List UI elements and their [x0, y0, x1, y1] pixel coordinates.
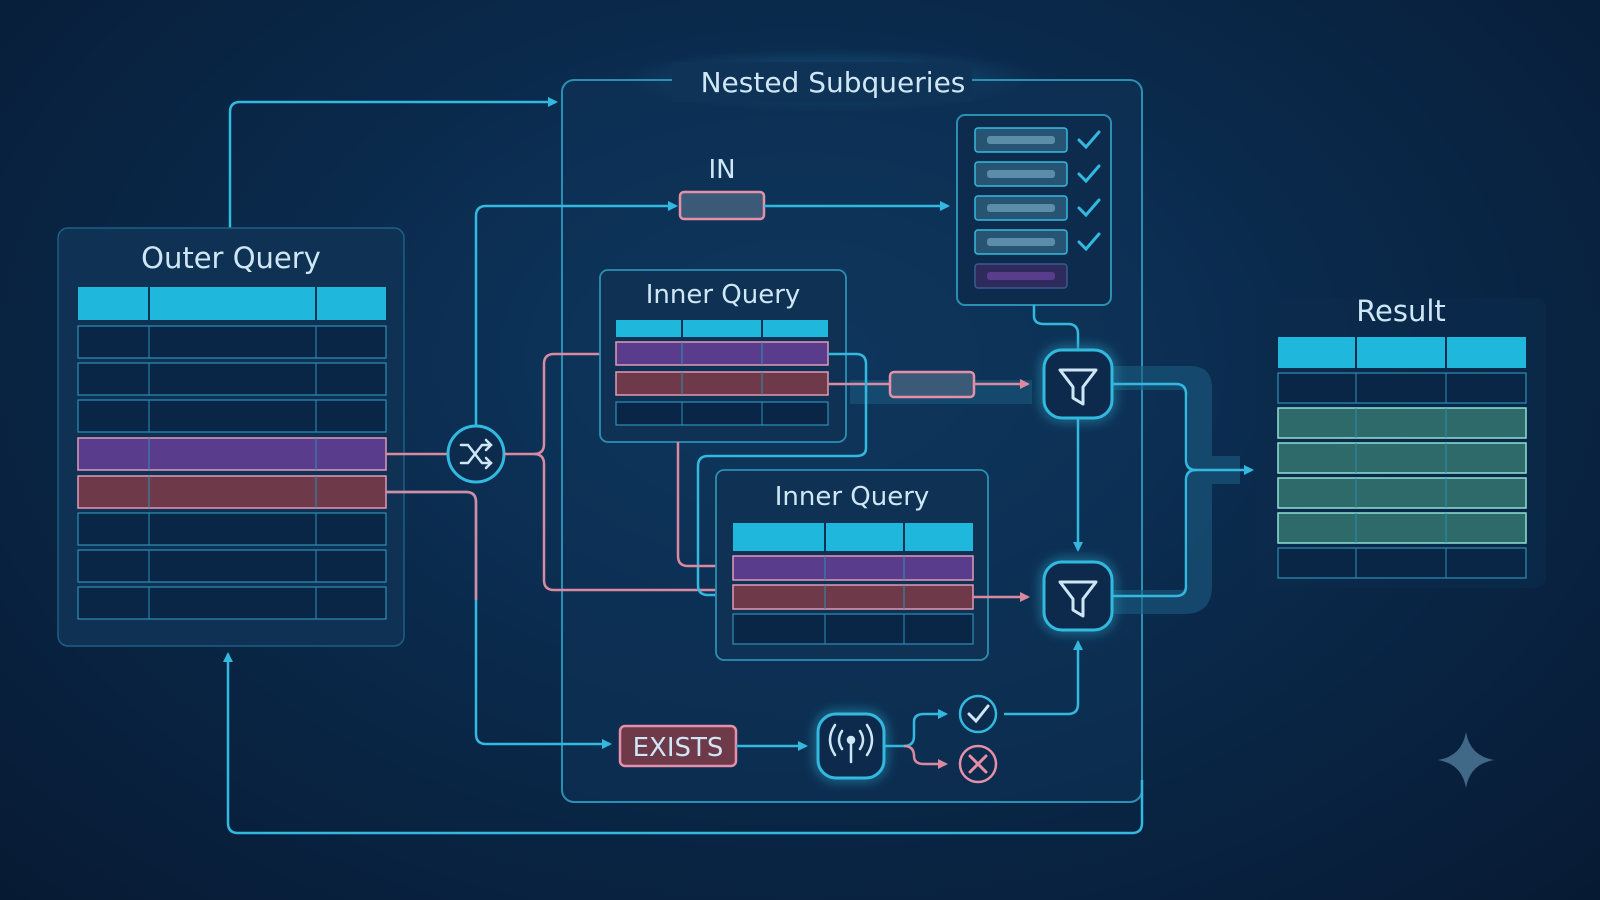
table-row-highlight-purple	[77, 437, 387, 471]
table-row-highlight-maroon	[732, 584, 974, 610]
table-row-highlight-maroon	[77, 475, 387, 509]
check-circle-icon	[958, 694, 998, 734]
outer-query-panel: Outer Query	[57, 227, 405, 647]
flow-nested-to-outer	[223, 652, 1144, 835]
table-row-highlight-purple	[732, 555, 974, 581]
filter-icon	[1058, 368, 1098, 406]
table-row	[77, 362, 387, 396]
flow-outer-to-nested	[228, 97, 558, 228]
flow-shuffle-to-inner2	[533, 452, 730, 595]
list-item	[974, 127, 1101, 153]
table-row	[77, 549, 387, 583]
table-row	[77, 325, 387, 359]
outer-query-table	[77, 287, 387, 620]
list-item	[974, 161, 1101, 187]
flow-true-to-filter2	[1004, 640, 1083, 716]
table-row-highlight-purple	[615, 341, 829, 366]
flow-signal-to-false	[903, 744, 948, 769]
table-row-matched	[1277, 477, 1527, 509]
inner-query-1-title: Inner Query	[646, 280, 801, 310]
flow-filter2-to-result	[1112, 468, 1197, 598]
filter-icon	[1058, 580, 1098, 618]
table-row-matched	[1277, 442, 1527, 474]
shuffle-node[interactable]	[446, 424, 506, 484]
exists-operator-label: EXISTS	[633, 733, 724, 763]
broadcast-icon	[828, 723, 874, 764]
table-header	[1278, 337, 1526, 368]
table-row	[615, 401, 829, 426]
table-header	[733, 523, 973, 551]
table-row-matched	[1277, 512, 1527, 544]
check-icon	[1077, 232, 1101, 252]
table-header	[78, 287, 386, 320]
nested-subqueries-title: Nested Subqueries	[701, 66, 966, 99]
check-icon	[1077, 198, 1101, 218]
flow-inner1-purple-loop	[696, 352, 868, 600]
inner1-value-box	[888, 370, 976, 399]
table-row	[732, 613, 974, 645]
inner-query-2-panel: Inner Query	[715, 469, 989, 661]
table-header	[616, 320, 828, 337]
result-panel: Result	[1256, 294, 1546, 588]
table-row	[77, 512, 387, 546]
outer-query-title: Outer Query	[141, 241, 321, 275]
check-icon	[1077, 130, 1101, 150]
inner-query-1-panel: Inner Query	[599, 269, 847, 443]
filter-node-1[interactable]	[1042, 348, 1114, 420]
table-row	[77, 586, 387, 620]
sparkle-icon	[1438, 732, 1494, 788]
table-row	[77, 399, 387, 433]
result-title: Result	[1356, 294, 1446, 328]
signal-node[interactable]	[816, 712, 886, 780]
inner-query-2-title: Inner Query	[775, 482, 930, 512]
filter-node-2[interactable]	[1042, 560, 1114, 632]
table-row	[1277, 547, 1527, 579]
table-row	[1277, 372, 1527, 404]
shuffle-icon	[459, 438, 493, 470]
list-item	[974, 229, 1101, 255]
check-icon	[1077, 164, 1101, 184]
flow-inner1-to-inner2	[676, 442, 730, 571]
in-operator-box[interactable]	[678, 190, 766, 221]
flow-shuffle-to-in	[474, 201, 678, 426]
table-row-matched	[1277, 407, 1527, 439]
list-item	[974, 195, 1101, 221]
list-item-unmatched	[974, 263, 1068, 289]
table-row-highlight-maroon	[615, 371, 829, 396]
in-value-list	[956, 114, 1112, 306]
in-operator-label: IN	[708, 155, 735, 185]
x-circle-icon	[958, 744, 998, 784]
flow-list-to-filter1	[1032, 305, 1080, 350]
